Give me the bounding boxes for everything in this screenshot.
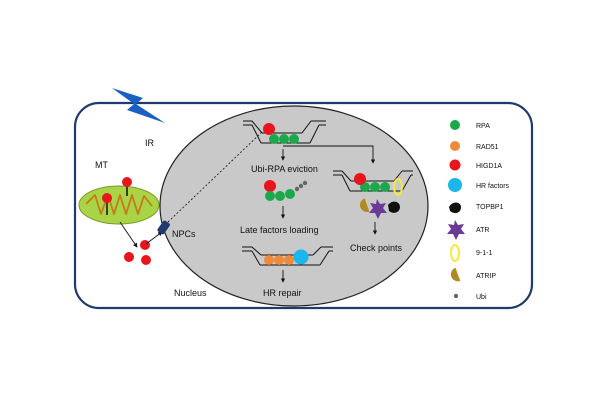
legend: RPA RAD51 HIGD1A HR factors TOPBP1 ATR 9… [447, 120, 510, 301]
legend-atrip-icon [450, 267, 461, 282]
rad51-3 [284, 255, 294, 265]
legend-nine-one-one-icon [450, 244, 460, 262]
legend-rpa-label: RPA [476, 123, 490, 130]
npcs-label: NPCs [172, 229, 196, 239]
rpa-top-1 [269, 134, 279, 144]
nuclear-pore-complex-icon [157, 220, 170, 235]
mt-label: MT [95, 160, 108, 170]
topbp1-check [388, 201, 400, 213]
rpa-check-2 [370, 182, 380, 192]
legend-ubi-swatch [453, 293, 459, 299]
ubi-eviction-2 [298, 183, 304, 189]
legend-atr-icon [447, 220, 465, 240]
nucleus-label: Nucleus [174, 288, 207, 298]
higd1a-free-3 [141, 255, 151, 265]
legend-topbp1-icon [449, 202, 461, 214]
legend-rpa-swatch [450, 120, 460, 130]
rpa-check-1 [360, 182, 370, 192]
rpa-eviction-2 [275, 191, 285, 201]
higd1a-on-mito-2 [122, 177, 132, 187]
legend-hr-factors-swatch [448, 178, 462, 192]
rpa-check-3 [380, 182, 390, 192]
legend-rad51-swatch [450, 141, 460, 151]
hr-repair-label: HR repair [263, 288, 302, 298]
rpa-eviction-1 [265, 191, 275, 201]
import-dotted-path [167, 130, 264, 223]
legend-atr-label: ATR [476, 227, 489, 234]
ir-label: IR [145, 138, 155, 148]
higd1a-free-2 [140, 240, 150, 250]
rad51-1 [264, 255, 274, 265]
legend-hr-factors-label: HR factors [476, 183, 510, 190]
mitochondrion-icon [78, 177, 160, 225]
rpa-top-3 [289, 134, 299, 144]
legend-higd1a-swatch [449, 159, 461, 171]
higd1a-top [263, 123, 275, 135]
rad51-2 [274, 255, 284, 265]
rpa-top-2 [279, 134, 289, 144]
arrow-to-checkpoint-branch [283, 145, 376, 164]
legend-topbp1-label: TOPBP1 [476, 204, 504, 211]
higd1a-check [354, 173, 366, 185]
higd1a-eviction [264, 180, 276, 192]
legend-atrip-label: ATRIP [476, 273, 496, 280]
legend-rad51-label: RAD51 [476, 144, 499, 151]
ubi-eviction-1 [294, 186, 300, 192]
ubi-rpa-eviction-label: Ubi-RPA eviction [251, 164, 318, 174]
lightning-bolt-icon [112, 88, 165, 123]
legend-higd1a-label: HIGD1A [476, 163, 502, 170]
atrip-check [360, 198, 370, 212]
to-npc-arrow [145, 231, 163, 245]
mito-release-arrow [119, 221, 138, 248]
legend-nine-one-one-label: 9-1-1 [476, 250, 492, 257]
ubi-eviction-3 [302, 180, 308, 186]
higd1a-on-mito-1 [102, 193, 112, 203]
hr-factor-bottom [293, 249, 309, 265]
higd1a-free-1 [124, 252, 134, 262]
late-factors-loading-label: Late factors loading [240, 225, 319, 235]
atr-check [369, 199, 387, 219]
nucleus [159, 105, 429, 307]
legend-ubi-label: Ubi [476, 294, 487, 301]
check-points-label: Check points [350, 243, 403, 253]
rpa-eviction-3 [285, 189, 295, 199]
nine-one-one-ring-check [393, 178, 403, 196]
